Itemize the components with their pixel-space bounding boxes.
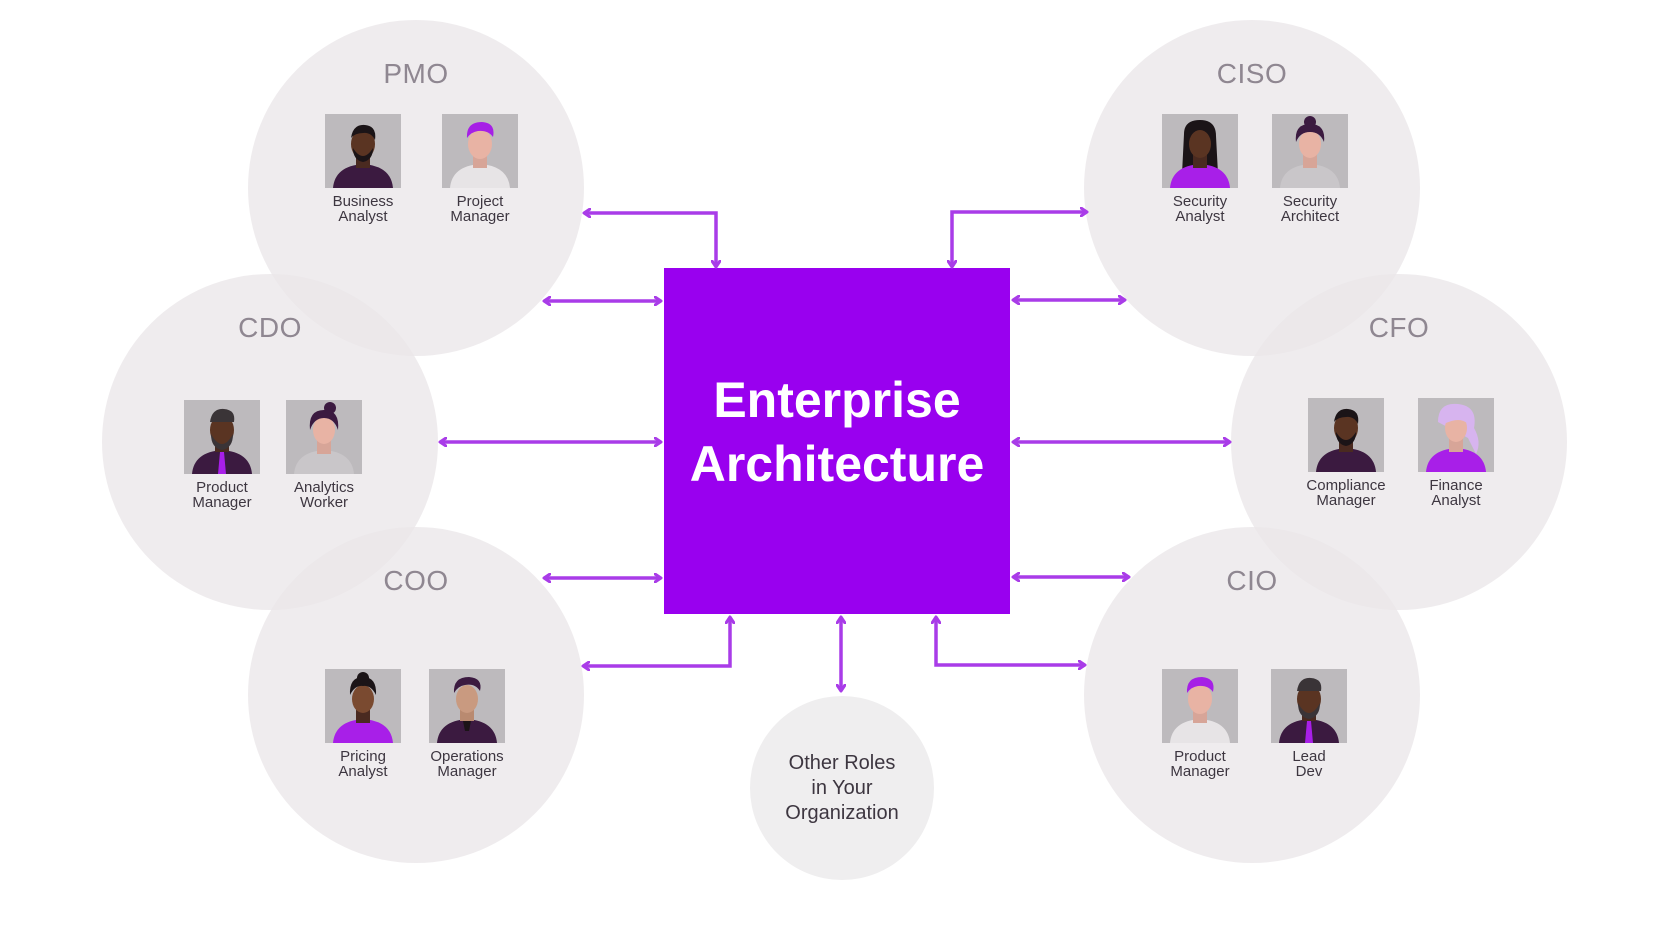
group-title-coo: COO (383, 565, 449, 596)
group-circle-cdo: CDO Product Manager Analytics Worker (102, 274, 438, 610)
role-label: Compliance Manager (1306, 477, 1386, 509)
person-product-manager-cdo: Product Manager (152, 400, 292, 510)
lead-dev-avatar-icon (1271, 669, 1347, 743)
enterprise-architecture-title: Enterprise Architecture (689, 372, 985, 492)
other-roles-circle: Other Roles in Your Organization (750, 696, 934, 880)
security-architect-avatar-icon (1272, 114, 1348, 188)
role-label: Finance Analyst (1429, 477, 1483, 509)
arrow-ciso-top (952, 212, 1086, 266)
person-business-analyst: Business Analyst (293, 114, 433, 224)
role-label: Project Manager (450, 193, 510, 225)
analytics-worker-avatar-icon (286, 400, 362, 474)
person-product-manager-cio: Product Manager (1130, 669, 1270, 779)
person-analytics-worker: Analytics Worker (254, 400, 394, 510)
arrow-coo-bottom (584, 618, 730, 666)
role-label: Pricing Analyst (338, 748, 388, 780)
product-manager-avatar-icon (184, 400, 260, 474)
group-title-cfo: CFO (1368, 312, 1430, 343)
project-manager-avatar-icon (442, 114, 518, 188)
person-security-architect: Security Architect (1240, 114, 1380, 224)
role-label: Business Analyst (332, 193, 394, 225)
person-compliance-manager: Compliance Manager (1276, 398, 1416, 508)
finance-analyst-avatar-icon (1418, 398, 1494, 472)
arrow-cio-bottom (936, 618, 1084, 665)
person-security-analyst: Security Analyst (1130, 114, 1270, 224)
group-title-cdo: CDO (238, 312, 302, 343)
business-analyst-avatar-icon (325, 114, 401, 188)
group-circle-cfo: CFO Compliance Manager Finance Analyst (1231, 274, 1567, 610)
compliance-manager-avatar-icon (1308, 398, 1384, 472)
person-operations-manager: Operations Manager (397, 669, 537, 779)
other-roles-label: Other Roles in Your Organization (785, 751, 899, 824)
group-title-pmo: PMO (383, 58, 449, 89)
group-circle-cio: CIO Product Manager Lead Dev (1084, 527, 1420, 863)
security-analyst-avatar-icon (1162, 114, 1238, 188)
arrow-pmo-top (585, 213, 716, 266)
role-label: Security Analyst (1172, 193, 1228, 225)
person-pricing-analyst: Pricing Analyst (293, 669, 433, 779)
role-label: Security Architect (1280, 193, 1340, 225)
product-manager-avatar-icon (1162, 669, 1238, 743)
person-finance-analyst: Finance Analyst (1386, 398, 1526, 508)
role-label: Product Manager (192, 479, 252, 511)
role-label: Analytics Worker (293, 479, 355, 511)
person-project-manager: Project Manager (410, 114, 550, 224)
group-title-cio: CIO (1226, 565, 1278, 596)
group-circle-coo: COO Pricing Analyst Operations Manager (248, 527, 584, 863)
group-title-ciso: CISO (1216, 58, 1288, 89)
pricing-analyst-avatar-icon (325, 669, 401, 743)
role-label: Lead Dev (1292, 748, 1326, 780)
role-label: Product Manager (1170, 748, 1230, 780)
operations-manager-avatar-icon (429, 669, 505, 743)
person-lead-dev: Lead Dev (1239, 669, 1379, 779)
role-label: Operations Manager (430, 748, 504, 780)
enterprise-architecture-box: Enterprise Architecture (664, 268, 1010, 614)
